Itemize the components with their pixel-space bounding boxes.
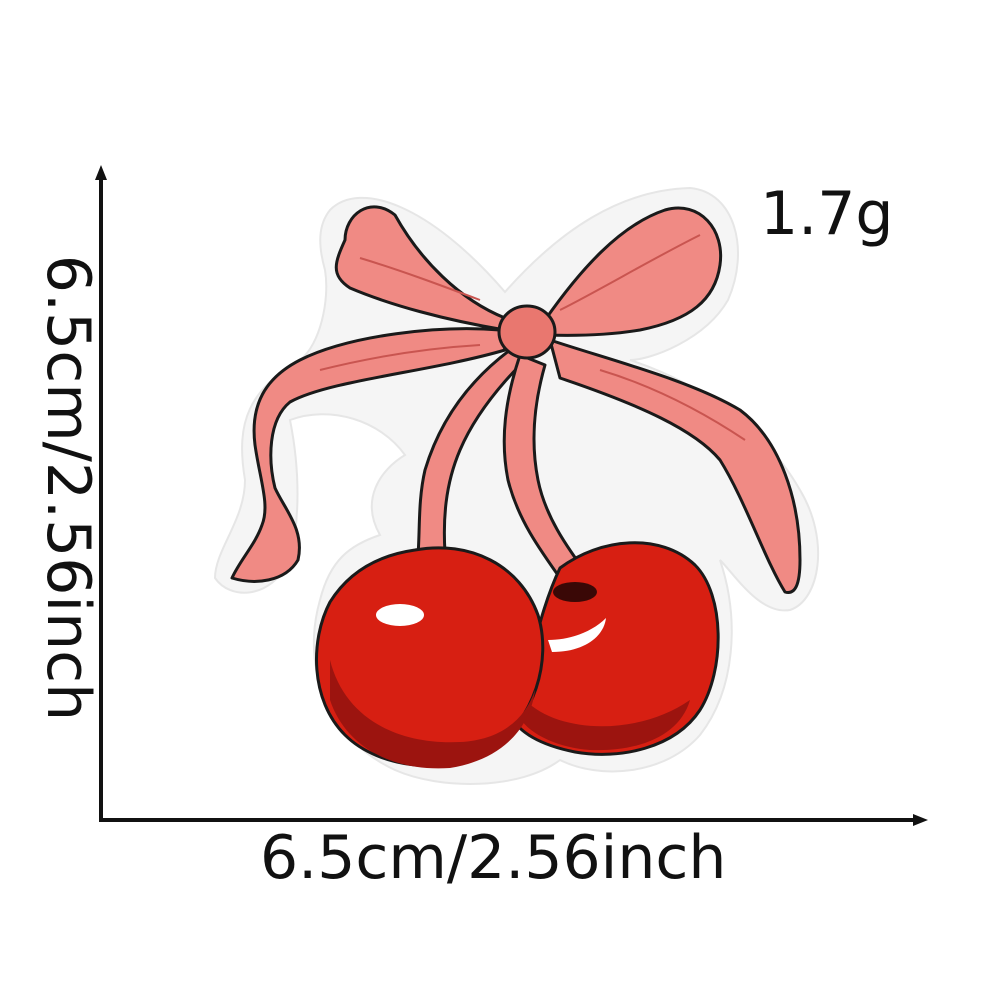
vertical-axis-arrow-icon bbox=[95, 165, 107, 180]
weight-label: 1.7g bbox=[760, 179, 894, 249]
cherry-icon bbox=[315, 541, 720, 769]
width-dimension-label: 6.5cm/2.56inch bbox=[260, 823, 727, 893]
right-cherry-shade bbox=[520, 700, 690, 751]
bow-knot bbox=[497, 304, 557, 360]
bow-left-ribbon bbox=[230, 327, 507, 583]
bow-icon bbox=[230, 205, 802, 594]
bow-right-ribbon bbox=[548, 338, 802, 594]
horizontal-axis-arrow-icon bbox=[913, 814, 928, 826]
bow-left-loop bbox=[334, 205, 507, 332]
height-dimension-label: 6.5cm/2.56inch bbox=[33, 254, 103, 722]
dimension-axes bbox=[95, 165, 928, 826]
left-cherry-shade bbox=[330, 660, 535, 769]
right-cherry-highlight bbox=[548, 618, 606, 652]
right-cherry-stem-dimple bbox=[553, 582, 597, 602]
left-cherry-highlight bbox=[376, 604, 424, 626]
